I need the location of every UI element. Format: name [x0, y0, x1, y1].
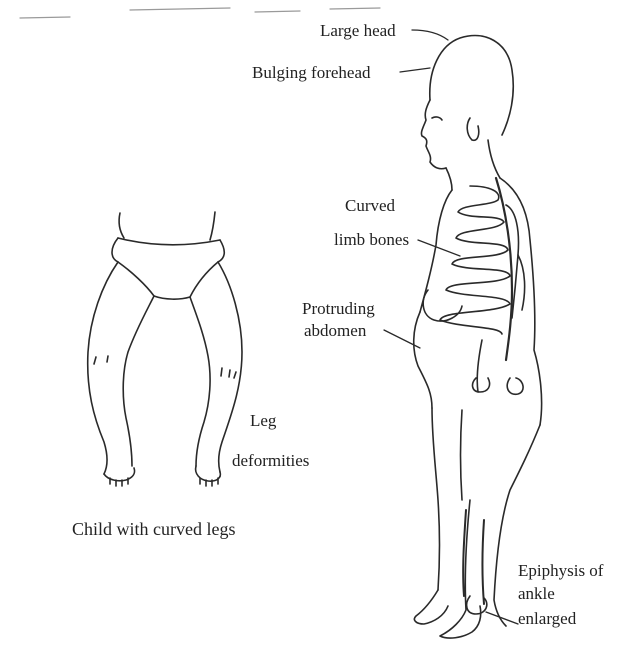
label-bulging-forehead: Bulging forehead	[252, 62, 371, 83]
label-ankle-line-2: ankle	[518, 583, 555, 604]
rickets-child-drawing	[414, 36, 542, 639]
leader-bulging-forehead	[400, 68, 430, 72]
label-abdomen-line-2: abdomen	[304, 320, 366, 341]
curved-legs-drawing	[88, 212, 242, 486]
label-leg-line-1: Leg	[250, 410, 276, 431]
label-protruding-line-1: Protruding	[302, 298, 375, 319]
label-deformities-line-2: deformities	[232, 450, 309, 471]
scan-marks	[20, 8, 380, 18]
leader-lines	[384, 30, 518, 624]
label-epiphysis-line-1: Epiphysis of	[518, 560, 603, 581]
label-enlarged-line-3: enlarged	[518, 608, 576, 629]
leader-large-head	[412, 30, 448, 40]
caption-child-with-curved-legs: Child with curved legs	[72, 519, 235, 540]
label-curved-line-1: Curved	[345, 195, 395, 216]
label-large-head: Large head	[320, 20, 396, 41]
leader-curved-limb-bones	[418, 240, 460, 256]
label-limb-bones-line-2: limb bones	[334, 229, 409, 250]
